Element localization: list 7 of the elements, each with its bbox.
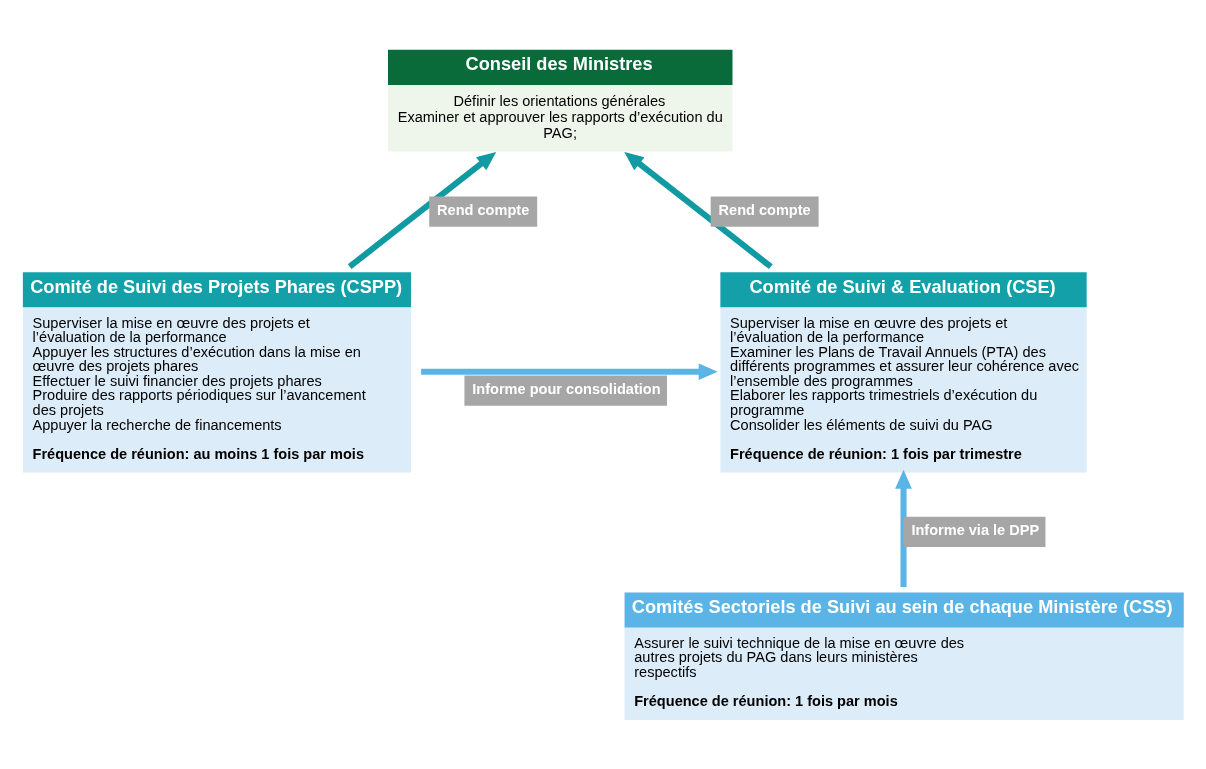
edge-label: Informe pour consolidation — [472, 380, 661, 397]
arrow — [421, 363, 718, 381]
edge-label: Informe via le DPP — [911, 522, 1040, 539]
edge-label: Rend compte — [718, 201, 811, 218]
arrow — [347, 152, 497, 270]
edge-label: Rend compte — [437, 201, 530, 218]
arrow — [624, 152, 773, 270]
